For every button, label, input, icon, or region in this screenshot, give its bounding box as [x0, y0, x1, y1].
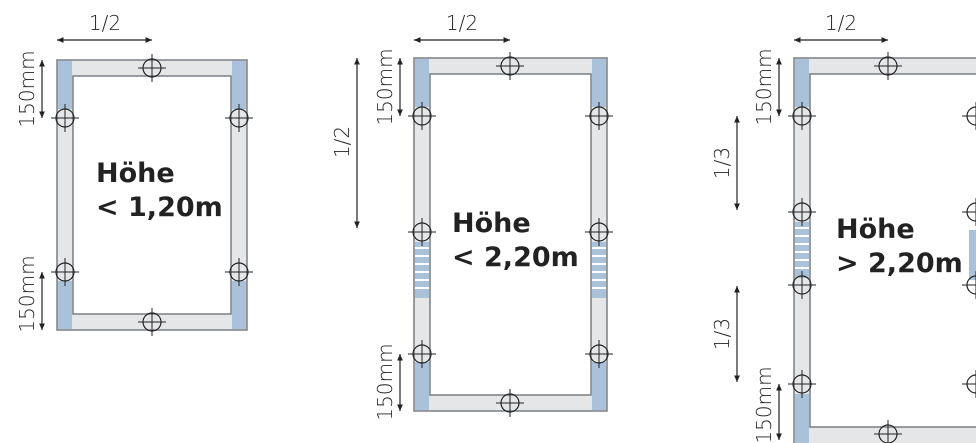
- frame-inner-3: [809, 73, 976, 428]
- corner-block: [232, 61, 246, 109]
- edge-label-top: 150mm: [373, 48, 397, 125]
- corner-block: [969, 230, 976, 280]
- edge-label-bottom: 150mm: [373, 343, 397, 420]
- edge-label-bottom: 150mm: [752, 366, 776, 443]
- corner-block: [795, 59, 809, 107]
- anchor-icon: [874, 420, 902, 443]
- anchor-icon: [408, 102, 436, 130]
- frame-diagram-2: 1/2 150mm 1/2 150mm Höhe < 2,20m: [330, 11, 613, 421]
- anchor-icon: [585, 218, 613, 246]
- height-line-1: Höhe: [452, 208, 531, 239]
- frame-diagram-1: 1/2 150mm 150mm Höhe < 1,20m: [15, 11, 253, 336]
- anchor-icon: [408, 218, 436, 246]
- corner-block: [415, 59, 429, 107]
- anchor-icon: [788, 198, 816, 226]
- anchor-icon: [874, 52, 902, 80]
- anchor-icon: [496, 389, 524, 417]
- edge-label-third-2: 1/3: [710, 318, 734, 350]
- frame-diagram-3: 1/2 150mm 1/3 1/3 150mm Höhe > 2,20m: [710, 11, 976, 443]
- anchor-icon: [51, 104, 79, 132]
- anchor-icon: [962, 370, 976, 398]
- edge-label-top: 150mm: [15, 50, 39, 127]
- anchor-icon: [788, 102, 816, 130]
- corner-block: [58, 61, 72, 109]
- anchor-icon: [585, 340, 613, 368]
- anchor-icon: [585, 102, 613, 130]
- height-line-1: Höhe: [96, 158, 175, 189]
- corner-block: [592, 59, 606, 107]
- frame-inner-1: [72, 75, 232, 315]
- corner-block: [232, 281, 246, 329]
- height-line-2: < 1,20m: [96, 192, 223, 223]
- anchor-icon: [138, 308, 166, 336]
- frame-inner-2: [429, 73, 592, 396]
- anchor-icon: [225, 104, 253, 132]
- hatched-section: [795, 222, 809, 278]
- anchor-icon: [225, 258, 253, 286]
- anchor-icon: [962, 271, 976, 299]
- hatched-section: [415, 242, 429, 298]
- height-line-1: Höhe: [836, 214, 915, 245]
- width-label: 1/2: [89, 11, 121, 35]
- hatched-section: [592, 242, 606, 298]
- edge-label-top: 150mm: [752, 48, 776, 125]
- height-line-2: < 2,20m: [452, 242, 579, 273]
- anchor-icon: [788, 271, 816, 299]
- edge-label-half: 1/2: [330, 126, 354, 158]
- edge-label-third-1: 1/3: [710, 147, 734, 179]
- anchor-icon: [788, 370, 816, 398]
- anchor-icon: [408, 340, 436, 368]
- anchor-icon: [138, 54, 166, 82]
- width-label: 1/2: [825, 11, 857, 35]
- width-label: 1/2: [446, 11, 478, 35]
- corner-block: [795, 394, 809, 443]
- edge-label-bottom: 150mm: [15, 255, 39, 332]
- anchor-icon: [51, 258, 79, 286]
- height-line-2: > 2,20m: [836, 248, 963, 279]
- corner-block: [58, 281, 72, 329]
- corner-block: [415, 362, 429, 410]
- anchor-icon: [496, 52, 524, 80]
- anchor-icon: [962, 102, 976, 130]
- anchor-icon: [962, 198, 976, 226]
- corner-block: [592, 362, 606, 410]
